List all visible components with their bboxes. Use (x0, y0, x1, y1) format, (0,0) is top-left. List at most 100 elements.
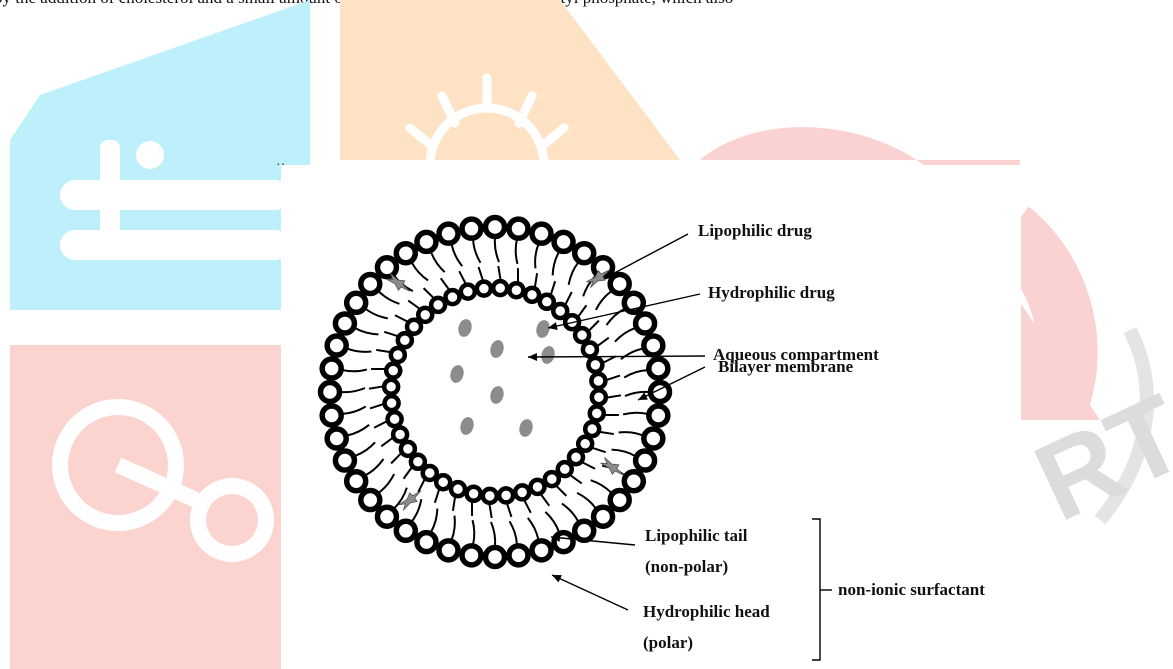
outer-head (509, 219, 528, 238)
label-hydrophilic-head-sub: (polar) (643, 633, 693, 652)
arrowhead (528, 353, 537, 361)
outer-head (361, 491, 380, 510)
outer-tail (431, 509, 437, 532)
inner-tail (381, 438, 393, 446)
outer-head (644, 429, 663, 448)
outer-tail (577, 493, 596, 509)
outer-tail (619, 432, 643, 435)
inner-head (531, 480, 545, 494)
diagram-labels: Lipophilic drug Hydrophilic drug Aqueous… (643, 221, 985, 652)
leader-lipophilic-drug (605, 234, 688, 278)
inner-head (483, 489, 497, 503)
outer-tail (615, 328, 635, 342)
outer-head (486, 218, 505, 237)
outer-tail (365, 309, 387, 319)
outer-tail (341, 388, 365, 392)
inner-head (588, 358, 602, 372)
inner-head (418, 308, 432, 322)
inner-tail (582, 462, 595, 468)
inner-head (445, 290, 459, 304)
inner-head (423, 466, 437, 480)
outer-tail (343, 370, 367, 372)
outer-head (322, 359, 341, 378)
outer-head (377, 507, 396, 526)
inner-head (398, 333, 412, 347)
inner-head (545, 472, 559, 486)
inner-head (388, 412, 402, 426)
inner-head (431, 298, 445, 312)
outer-head (575, 244, 594, 263)
inner-tail (435, 489, 439, 503)
inner-tail (391, 453, 401, 463)
outer-tail (621, 349, 643, 360)
bracket-non-ionic-surfactant (812, 519, 820, 660)
label-hydrophilic-head: Hydrophilic head (643, 602, 770, 621)
inner-head (592, 390, 606, 404)
inner-tail (424, 288, 434, 298)
inner-head (401, 442, 415, 456)
inner-tail (607, 395, 621, 397)
inner-head (467, 487, 481, 501)
inner-tail (418, 479, 424, 492)
outer-head (532, 541, 551, 560)
outer-tail (452, 516, 455, 540)
inner-head (386, 364, 400, 378)
label-lipophilic-tail-sub: (non-polar) (645, 557, 728, 576)
outer-tail (528, 518, 539, 540)
outer-head (322, 406, 341, 425)
outer-head (649, 406, 668, 425)
inner-tail (395, 315, 408, 321)
outer-tail (596, 291, 612, 310)
outer-head (636, 314, 655, 333)
inner-head (477, 282, 491, 296)
inner-head (509, 283, 523, 297)
outer-head (649, 359, 668, 378)
outer-head (321, 383, 340, 402)
label-bilayer-membrane: Bilayer membrane (718, 357, 854, 376)
inner-head (391, 348, 405, 362)
inner-head (553, 304, 567, 318)
inner-tail (489, 504, 491, 518)
outer-tail (412, 262, 428, 280)
outer-tail (569, 262, 579, 284)
outer-head (462, 219, 481, 238)
inner-head (578, 437, 592, 451)
outer-head (335, 314, 354, 333)
outer-tail (379, 291, 400, 304)
inner-head (436, 475, 450, 489)
outer-tail (553, 252, 559, 275)
outer-tail (562, 504, 578, 522)
inner-head (411, 455, 425, 469)
inner-tail (441, 278, 449, 290)
outer-head (327, 429, 346, 448)
outer-tail (624, 370, 647, 377)
inner-tail (570, 475, 582, 483)
inner-head (558, 462, 572, 476)
outer-head (377, 258, 396, 277)
inner-tail (507, 503, 511, 517)
outer-head (486, 548, 505, 567)
inner-head (385, 396, 399, 410)
inner-tail (374, 421, 387, 428)
inner-tail (479, 267, 483, 281)
outer-tail (491, 522, 495, 546)
inner-tail (600, 432, 614, 434)
outer-head (610, 491, 629, 510)
outer-tail (343, 407, 366, 414)
inner-tail (369, 386, 383, 388)
hydrophilic-drug-droplet (458, 416, 475, 437)
label-lipophilic-tail: Lipophilic tail (645, 526, 748, 545)
outer-head (347, 472, 366, 491)
inner-head (407, 320, 421, 334)
outer-tail (473, 240, 480, 263)
outer-tail (355, 328, 378, 334)
outer-tail (473, 520, 475, 544)
outer-head (462, 546, 481, 565)
inner-tail (606, 376, 620, 380)
label-lipophilic-drug: Lipophilic drug (698, 221, 812, 240)
outer-head (396, 244, 415, 263)
inner-head (590, 406, 604, 420)
outer-tail (545, 512, 559, 532)
outer-tail (365, 459, 383, 475)
leader-aqueous-compartment (528, 356, 705, 357)
